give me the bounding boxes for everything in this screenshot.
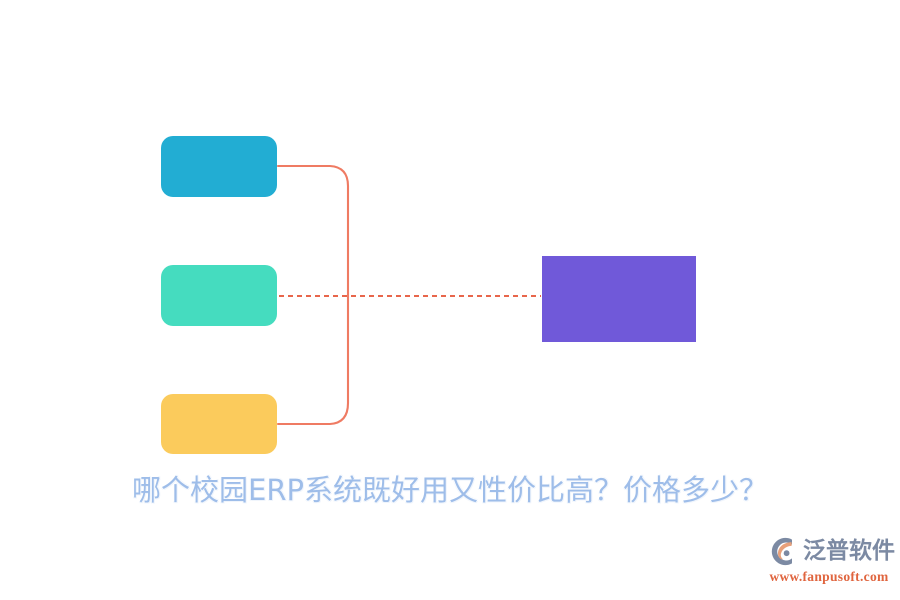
top-left-node[interactable]	[161, 136, 277, 197]
right-node[interactable]	[542, 256, 696, 342]
bottom-left-node[interactable]	[161, 394, 277, 454]
logo-row: 泛普软件	[766, 534, 895, 568]
brand-name: 泛普软件	[803, 537, 895, 564]
brand-url: www.fanpusoft.com	[769, 569, 889, 584]
watermark: 泛普软件 www.fanpusoft.com	[766, 534, 895, 590]
fanpu-swirl-logo-icon	[771, 537, 792, 565]
page-caption: 哪个校园ERP系统既好用又性价比高？价格多少？	[132, 473, 768, 507]
middle-left-node[interactable]	[161, 265, 277, 326]
bracket-connector-path	[276, 164, 350, 426]
